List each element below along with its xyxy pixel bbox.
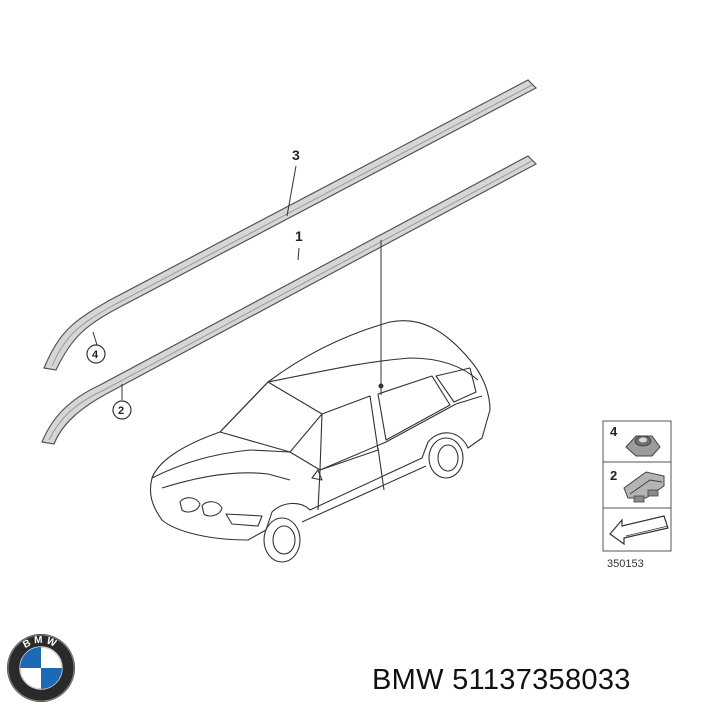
part-caption: BMW 51137358033	[372, 664, 631, 697]
car-illustration	[149, 320, 491, 563]
nut-icon	[625, 435, 661, 457]
logo-quadrant-bottom-right	[41, 668, 62, 689]
roof-rail-upper	[43, 79, 538, 371]
part-number: 51137358033	[452, 664, 631, 696]
leader-lines	[92, 165, 384, 400]
legend-panel: 4 2	[602, 420, 672, 552]
callout-4-circle: 4	[86, 344, 106, 364]
logo-lettering: BMW	[21, 635, 60, 651]
callout-2-circle: 2	[112, 400, 132, 420]
diagram-reference-code: 350153	[607, 558, 644, 570]
callout-2: 2	[118, 405, 124, 417]
logo-quadrant-top-left	[20, 647, 41, 668]
bmw-logo: BMW	[7, 634, 75, 702]
legend-number-4: 4	[610, 424, 618, 439]
legend-number-2: 2	[610, 468, 617, 483]
roof-rail-lower	[41, 155, 537, 445]
callout-1: 1	[295, 228, 303, 244]
callout-3: 3	[292, 147, 300, 163]
callout-4: 4	[92, 349, 99, 361]
brand-name: BMW	[372, 664, 444, 696]
clip-icon	[623, 471, 665, 503]
arrow-left-icon	[609, 515, 669, 546]
